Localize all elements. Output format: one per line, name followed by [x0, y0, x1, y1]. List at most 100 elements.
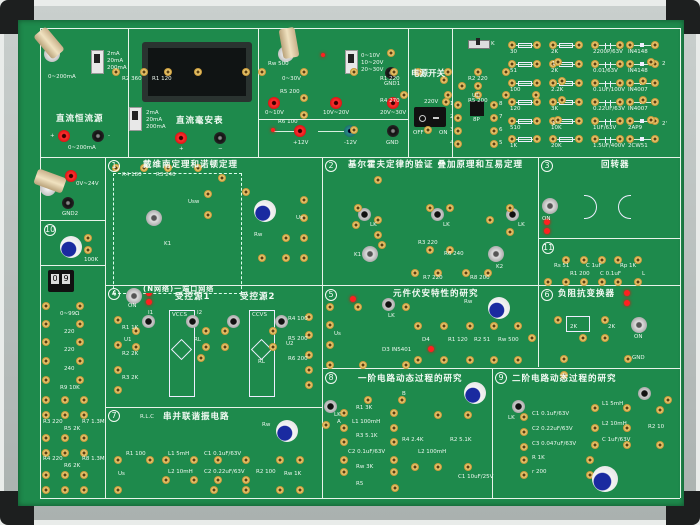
- k2-toggle-switch[interactable]: [488, 246, 504, 262]
- rw-potentiometer[interactable]: [464, 382, 486, 404]
- terminal[interactable]: [326, 303, 334, 311]
- terminal[interactable]: [300, 68, 308, 76]
- terminal[interactable]: [656, 441, 664, 449]
- terminal[interactable]: [651, 79, 659, 87]
- terminal[interactable]: [326, 321, 334, 329]
- terminal[interactable]: [204, 211, 212, 219]
- terminal[interactable]: [626, 117, 634, 125]
- terminal[interactable]: [61, 449, 69, 457]
- terminal[interactable]: [411, 269, 419, 277]
- terminal[interactable]: [549, 135, 557, 143]
- lk-jack[interactable]: [323, 399, 337, 413]
- terminal[interactable]: [446, 246, 454, 254]
- terminal[interactable]: [305, 351, 313, 359]
- terminal[interactable]: [242, 486, 250, 494]
- terminal[interactable]: [402, 361, 410, 369]
- terminal[interactable]: [374, 231, 382, 239]
- terminal[interactable]: [647, 58, 655, 66]
- terminal[interactable]: [300, 254, 308, 262]
- terminal[interactable]: [400, 91, 408, 99]
- terminal[interactable]: [562, 256, 570, 264]
- gnd-jack[interactable]: [387, 125, 399, 137]
- gyrator-on-switch[interactable]: [542, 198, 558, 214]
- terminal[interactable]: [190, 456, 198, 464]
- terminal[interactable]: [562, 278, 570, 286]
- terminal[interactable]: [42, 434, 50, 442]
- terminal[interactable]: [390, 424, 398, 432]
- terminal[interactable]: [664, 396, 672, 404]
- terminal[interactable]: [514, 322, 522, 330]
- terminal[interactable]: [276, 456, 284, 464]
- terminal[interactable]: [626, 79, 634, 87]
- terminal[interactable]: [374, 216, 382, 224]
- terminal[interactable]: [580, 256, 588, 264]
- terminal[interactable]: [656, 406, 664, 414]
- terminal[interactable]: [647, 116, 655, 124]
- terminal[interactable]: [146, 456, 154, 464]
- terminal[interactable]: [591, 424, 599, 432]
- terminal[interactable]: [258, 254, 266, 262]
- ic-pin-terminal[interactable]: [490, 114, 498, 122]
- terminal[interactable]: [434, 463, 442, 471]
- terminal[interactable]: [80, 411, 88, 419]
- terminal[interactable]: [616, 41, 624, 49]
- terminal[interactable]: [464, 463, 472, 471]
- terminal[interactable]: [554, 116, 562, 124]
- thumbwheel-switch[interactable]: 0 9: [48, 270, 74, 292]
- terminal[interactable]: [466, 356, 474, 364]
- terminal[interactable]: [575, 60, 583, 68]
- terminal[interactable]: [616, 60, 624, 68]
- terminal[interactable]: [554, 58, 562, 66]
- terminal[interactable]: [601, 316, 609, 324]
- terminal[interactable]: [340, 468, 348, 476]
- terminal[interactable]: [114, 366, 122, 374]
- terminal[interactable]: [474, 82, 482, 90]
- terminal[interactable]: [502, 91, 510, 99]
- terminal[interactable]: [591, 404, 599, 412]
- lk-jack[interactable]: [637, 386, 651, 400]
- library-switch[interactable]: [468, 38, 490, 49]
- out-20-30v-jack[interactable]: [387, 97, 399, 109]
- current-adjust-knob[interactable]: [33, 26, 65, 60]
- terminal[interactable]: [634, 278, 642, 286]
- supply-24v-knob[interactable]: [33, 168, 67, 194]
- terminal[interactable]: [61, 396, 69, 404]
- terminal[interactable]: [364, 396, 372, 404]
- terminal[interactable]: [242, 456, 250, 464]
- terminal[interactable]: [282, 234, 290, 242]
- terminal[interactable]: [242, 68, 250, 76]
- terminal[interactable]: [533, 98, 541, 106]
- terminal[interactable]: [305, 331, 313, 339]
- terminal[interactable]: [76, 320, 84, 328]
- terminal[interactable]: [80, 434, 88, 442]
- terminal[interactable]: [84, 234, 92, 242]
- nic-on-switch[interactable]: [631, 317, 647, 333]
- terminal[interactable]: [218, 174, 226, 182]
- terminal[interactable]: [359, 361, 367, 369]
- terminal[interactable]: [80, 486, 88, 494]
- terminal[interactable]: [440, 322, 448, 330]
- terminal[interactable]: [202, 327, 210, 335]
- terminal[interactable]: [300, 234, 308, 242]
- terminal[interactable]: [549, 60, 557, 68]
- terminal[interactable]: [190, 476, 198, 484]
- gnd1-terminal[interactable]: [387, 49, 395, 57]
- terminal[interactable]: [354, 204, 362, 212]
- terminal[interactable]: [639, 77, 647, 85]
- terminal[interactable]: [300, 94, 308, 102]
- terminal[interactable]: [42, 486, 50, 494]
- terminal[interactable]: [390, 409, 398, 417]
- terminal[interactable]: [586, 471, 594, 479]
- terminal[interactable]: [162, 456, 170, 464]
- ic-pin-terminal[interactable]: [454, 114, 462, 122]
- terminal[interactable]: [140, 68, 148, 76]
- terminal[interactable]: [76, 302, 84, 310]
- rw-potentiometer[interactable]: [592, 466, 618, 492]
- terminal[interactable]: [520, 413, 528, 421]
- terminal[interactable]: [626, 135, 634, 143]
- terminal[interactable]: [398, 396, 406, 404]
- terminal[interactable]: [326, 361, 334, 369]
- terminal[interactable]: [76, 357, 84, 365]
- ic-pin-terminal[interactable]: [454, 140, 462, 148]
- terminal[interactable]: [474, 91, 482, 99]
